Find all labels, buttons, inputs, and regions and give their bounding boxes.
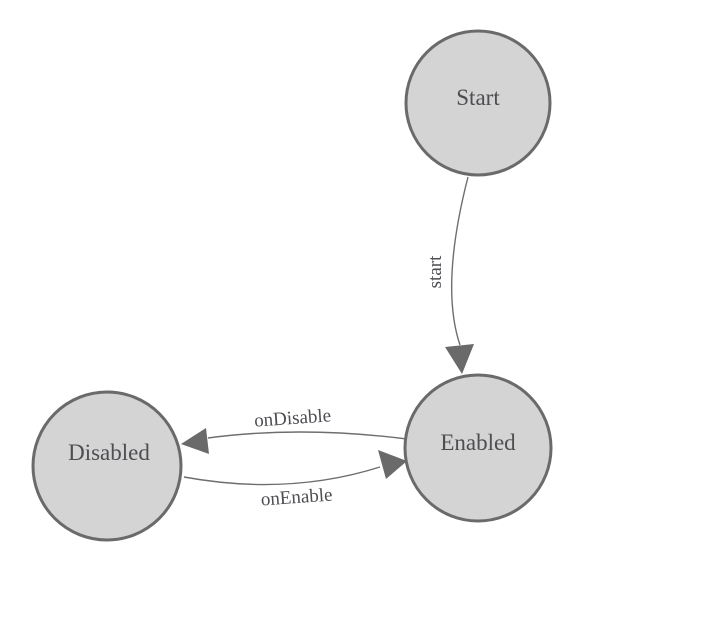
state-label-disabled: Disabled [68,440,150,465]
transition-line-start [450,176,469,346]
state-node-start: Start [404,29,552,177]
arrowhead-right-icon [378,450,407,479]
transition-line-onenable [183,466,381,486]
arrowhead-down-icon [445,344,474,374]
state-node-disabled: Disabled [31,390,183,542]
transition-disabled-to-enabled: onEnable [183,450,407,511]
arrowhead-left-icon [181,428,209,454]
state-node-enabled: Enabled [403,373,553,523]
transition-line-ondisable [207,431,408,440]
transition-start-to-enabled: start [425,176,474,374]
state-circle-disabled [31,390,183,542]
transition-enabled-to-disabled: onDisable [181,405,408,454]
state-label-start: Start [456,85,500,110]
transition-label-start: start [425,255,446,288]
transition-label-ondisable: onDisable [253,405,331,431]
state-circle-enabled [403,373,553,523]
state-circle-start [404,29,552,177]
state-label-enabled: Enabled [440,430,516,455]
transition-label-onenable: onEnable [260,485,333,511]
